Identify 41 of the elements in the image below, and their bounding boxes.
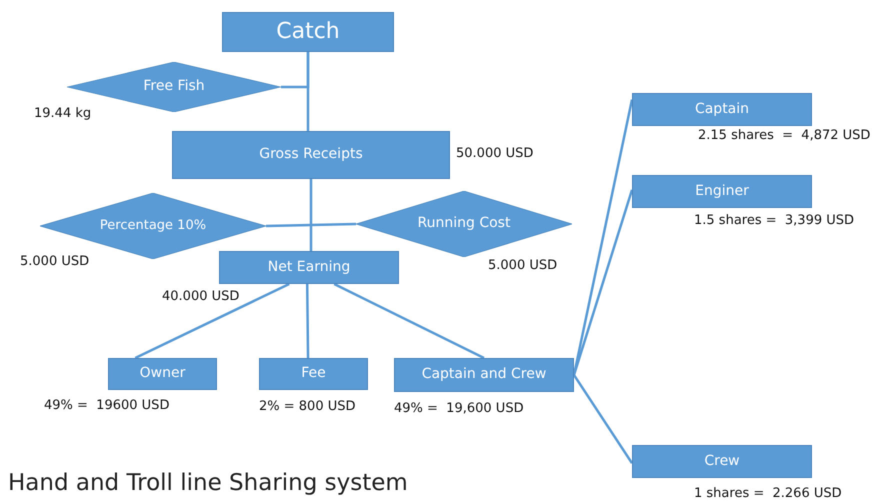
connector-line <box>572 189 634 376</box>
value-label: 50.000 USD <box>456 146 534 161</box>
process-box <box>632 445 812 478</box>
connector-line <box>134 282 290 360</box>
node-label: Catch <box>276 18 340 46</box>
process-box <box>632 93 812 126</box>
node-label: Running Cost <box>418 215 510 233</box>
connector-line <box>306 284 310 358</box>
node-label: Net Earning <box>268 258 350 276</box>
process-box <box>632 175 812 208</box>
value-label: 40.000 USD <box>162 289 240 304</box>
process-box <box>394 358 574 392</box>
node-label: Owner <box>140 365 186 383</box>
node-label: Crew <box>704 452 740 470</box>
process-box <box>259 358 368 390</box>
caption: Hand and Troll line Sharing system <box>8 470 408 496</box>
value-label: 1.5 shares = 3,399 USD <box>694 213 854 228</box>
value-label: 19.44 kg <box>34 106 92 121</box>
node-label: Percentage 10% <box>100 218 206 234</box>
connector-line <box>266 222 356 228</box>
connector-line <box>334 282 485 360</box>
node-label: Captain and Crew <box>422 366 546 384</box>
connector-line <box>572 374 634 464</box>
node-label: Captain <box>694 100 750 118</box>
value-label: 49% = 19600 USD <box>44 398 170 413</box>
node-label: Enginer <box>695 182 749 200</box>
value-label: 2% = 800 USD <box>259 399 356 414</box>
value-label: 2.15 shares = 4,872 USD <box>698 128 870 143</box>
process-box <box>222 12 394 52</box>
process-box <box>108 358 217 390</box>
connector-line <box>281 52 310 88</box>
process-box <box>172 131 450 179</box>
value-label: 49% = 19,600 USD <box>394 401 524 416</box>
connector-line <box>310 179 312 251</box>
node-label: Free Fish <box>143 78 205 96</box>
node-label: Gross Receipts <box>259 146 363 164</box>
process-box <box>219 251 399 284</box>
node-label: Fee <box>301 365 326 383</box>
value-label: 5.000 USD <box>488 258 558 273</box>
value-label: 1 shares = 2.266 USD <box>694 486 842 501</box>
value-label: 5.000 USD <box>20 254 90 269</box>
